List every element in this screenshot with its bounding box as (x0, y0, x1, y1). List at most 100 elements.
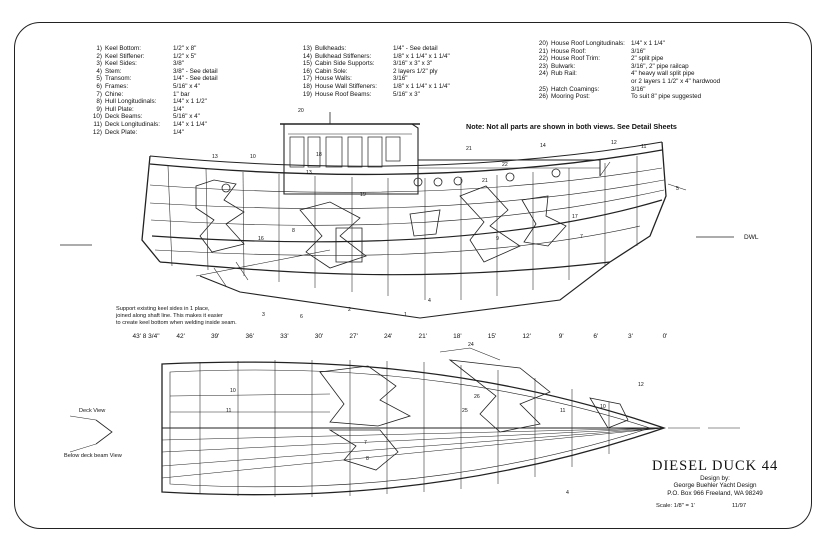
part-row: 4)Stem:3/8" - See detail (86, 67, 218, 76)
profile-chine (151, 199, 663, 243)
profile-callout: 18 (316, 152, 322, 158)
part-row: 13)Bulkheads:1/4" - See detail (296, 45, 450, 53)
part-name: House Roof Trim: (551, 55, 600, 63)
part-spec: 1" bar (173, 90, 190, 98)
profile-keel (199, 261, 611, 319)
station-label: 27' (349, 333, 358, 340)
part-name: Bulkhead Stiffeners: (315, 52, 372, 60)
part-number: 24) (538, 70, 548, 78)
part-row: 26)Mooring Post: To suit 8" pipe suggeste… (532, 93, 720, 101)
plan-callout: 24 (468, 342, 474, 348)
part-name: Bulwark: (551, 62, 576, 70)
part-row: 20)House Roof Longitudinals:1/4" x 1 1/4… (532, 40, 720, 48)
part-row: 1)Keel Bottom:1/2" x 8" (86, 45, 218, 53)
part-spec: 5/16" x 4" (173, 82, 200, 90)
part-spec: 1/4" x 1 1/4" (631, 40, 665, 47)
station-label: 6' (593, 333, 599, 340)
part-spec: To suit 8" pipe suggested (631, 93, 702, 101)
part-spec: 1/4" - See detail (173, 75, 218, 83)
profile-stem (609, 141, 667, 263)
profile-callout: 12 (611, 140, 617, 146)
part-row: 3)Keel Sides:3/8" (86, 60, 218, 68)
part-row: 5)Transom:1/4" - See detail (86, 75, 218, 83)
part-name: Keel Stiffener: (105, 52, 145, 60)
part-name: Mooring Post: (551, 93, 590, 101)
part-spec: 3/8" - See detail (173, 67, 218, 75)
part-row: or 2 layers 1 1/2" x 4" hardwood (532, 78, 720, 86)
profile-callout: 19 (360, 192, 366, 198)
view-arrow (95, 419, 113, 445)
part-spec: or 2 layers 1 1/2" x 4" hardwood (631, 77, 721, 85)
part-name: Cabin Side Supports: (315, 60, 375, 68)
part-number: 12) (92, 128, 102, 136)
part-name: Keel Sides: (105, 60, 137, 68)
profile-sheer-line (149, 149, 663, 176)
profile-callout: 17 (572, 214, 578, 220)
plan-callout: 26 (474, 394, 480, 400)
part-number: 19) (302, 90, 312, 98)
part-name: House Roof Longitudinals: (551, 40, 625, 47)
part-number: 3) (96, 60, 102, 68)
profile-callout: 6 (300, 314, 303, 320)
profile-callout: 8 (292, 228, 295, 234)
part-row: 25)Hatch Coamings: 3/16" (532, 86, 720, 94)
station-label: 0' (662, 333, 668, 340)
station-label: 30' (314, 333, 324, 340)
below-deck-view-label: Below deck beam View (64, 453, 122, 459)
part-spec: 1/8" x 1 1/4" x 1 1/4" (393, 82, 450, 90)
plan-callout: 12 (638, 382, 644, 388)
part-spec: 5/16" x 4" (173, 113, 200, 121)
part-number: 26) (538, 93, 548, 101)
part-spec: 5/16" x 3" (393, 90, 420, 98)
part-name: Frames: (105, 82, 129, 90)
part-spec: 3/16" (631, 85, 646, 93)
part-row: 8)Hull Longitudinals:1/4" x 1 1/2" (86, 98, 218, 106)
scale-label: Scale: 1/8" = 1' (656, 503, 695, 509)
part-number: 10) (92, 113, 102, 121)
profile-callout: 1 (404, 312, 407, 318)
part-name: Rub Rail: (551, 70, 577, 78)
part-row: 18)House Wall Stiffeners:1/8" x 1 1/4" x… (296, 83, 450, 91)
part-number: 16) (302, 67, 312, 75)
part-name: Deck Beams: (105, 113, 143, 121)
station-label: 36' (245, 333, 255, 340)
part-number: 25) (538, 85, 548, 93)
part-number: 9) (96, 105, 102, 113)
part-name: Stem: (105, 67, 122, 75)
date-label: 11/97 (732, 503, 747, 509)
plan-callout: 10 (600, 404, 606, 410)
profile-callout: 20 (298, 108, 304, 114)
part-row: 15)Cabin Side Supports:3/16" x 3" x 3" (296, 60, 450, 68)
profile-callout: 21 (482, 178, 488, 184)
part-row: 10)Deck Beams: 5/16" x 4" (86, 113, 218, 121)
profile-callout: 16 (258, 236, 264, 242)
dwl-label: DWL (744, 234, 759, 241)
part-number: 1) (96, 45, 102, 52)
part-number: 13) (302, 45, 312, 52)
part-name: Deck Plate: (105, 128, 138, 136)
profile-stern (141, 155, 161, 263)
plan-view (69, 347, 740, 497)
part-name: House Wall Stiffeners: (315, 82, 377, 90)
profile-callout: 22 (502, 162, 508, 168)
part-name: Transom: (105, 75, 132, 83)
part-name: Hatch Coamings: (551, 85, 600, 93)
keel-note-line-3: to create keel bottom when welding insid… (116, 320, 237, 326)
part-name: House Roof: (551, 47, 587, 55)
station-label: 3' (627, 333, 633, 340)
profile-callout: 11 (641, 144, 646, 150)
design-line-1: Design by: (700, 475, 730, 482)
station-label: 33' (280, 333, 289, 340)
part-number: 23) (538, 62, 548, 70)
views-note: Note: Not all parts are shown in both vi… (466, 122, 677, 131)
part-row: 19)House Roof Beams: 5/16" x 3" (296, 91, 450, 99)
profile-callout: 13 (212, 154, 218, 160)
station-label: 12' (522, 333, 531, 340)
plan-callout: 7 (364, 440, 367, 446)
part-row: 22)House Roof Trim:2" split pipe (532, 55, 720, 63)
part-name: House Roof Beams: (315, 90, 372, 98)
part-number: 21) (538, 47, 548, 55)
part-name: Keel Bottom: (105, 45, 142, 52)
part-number: 15) (302, 60, 312, 68)
